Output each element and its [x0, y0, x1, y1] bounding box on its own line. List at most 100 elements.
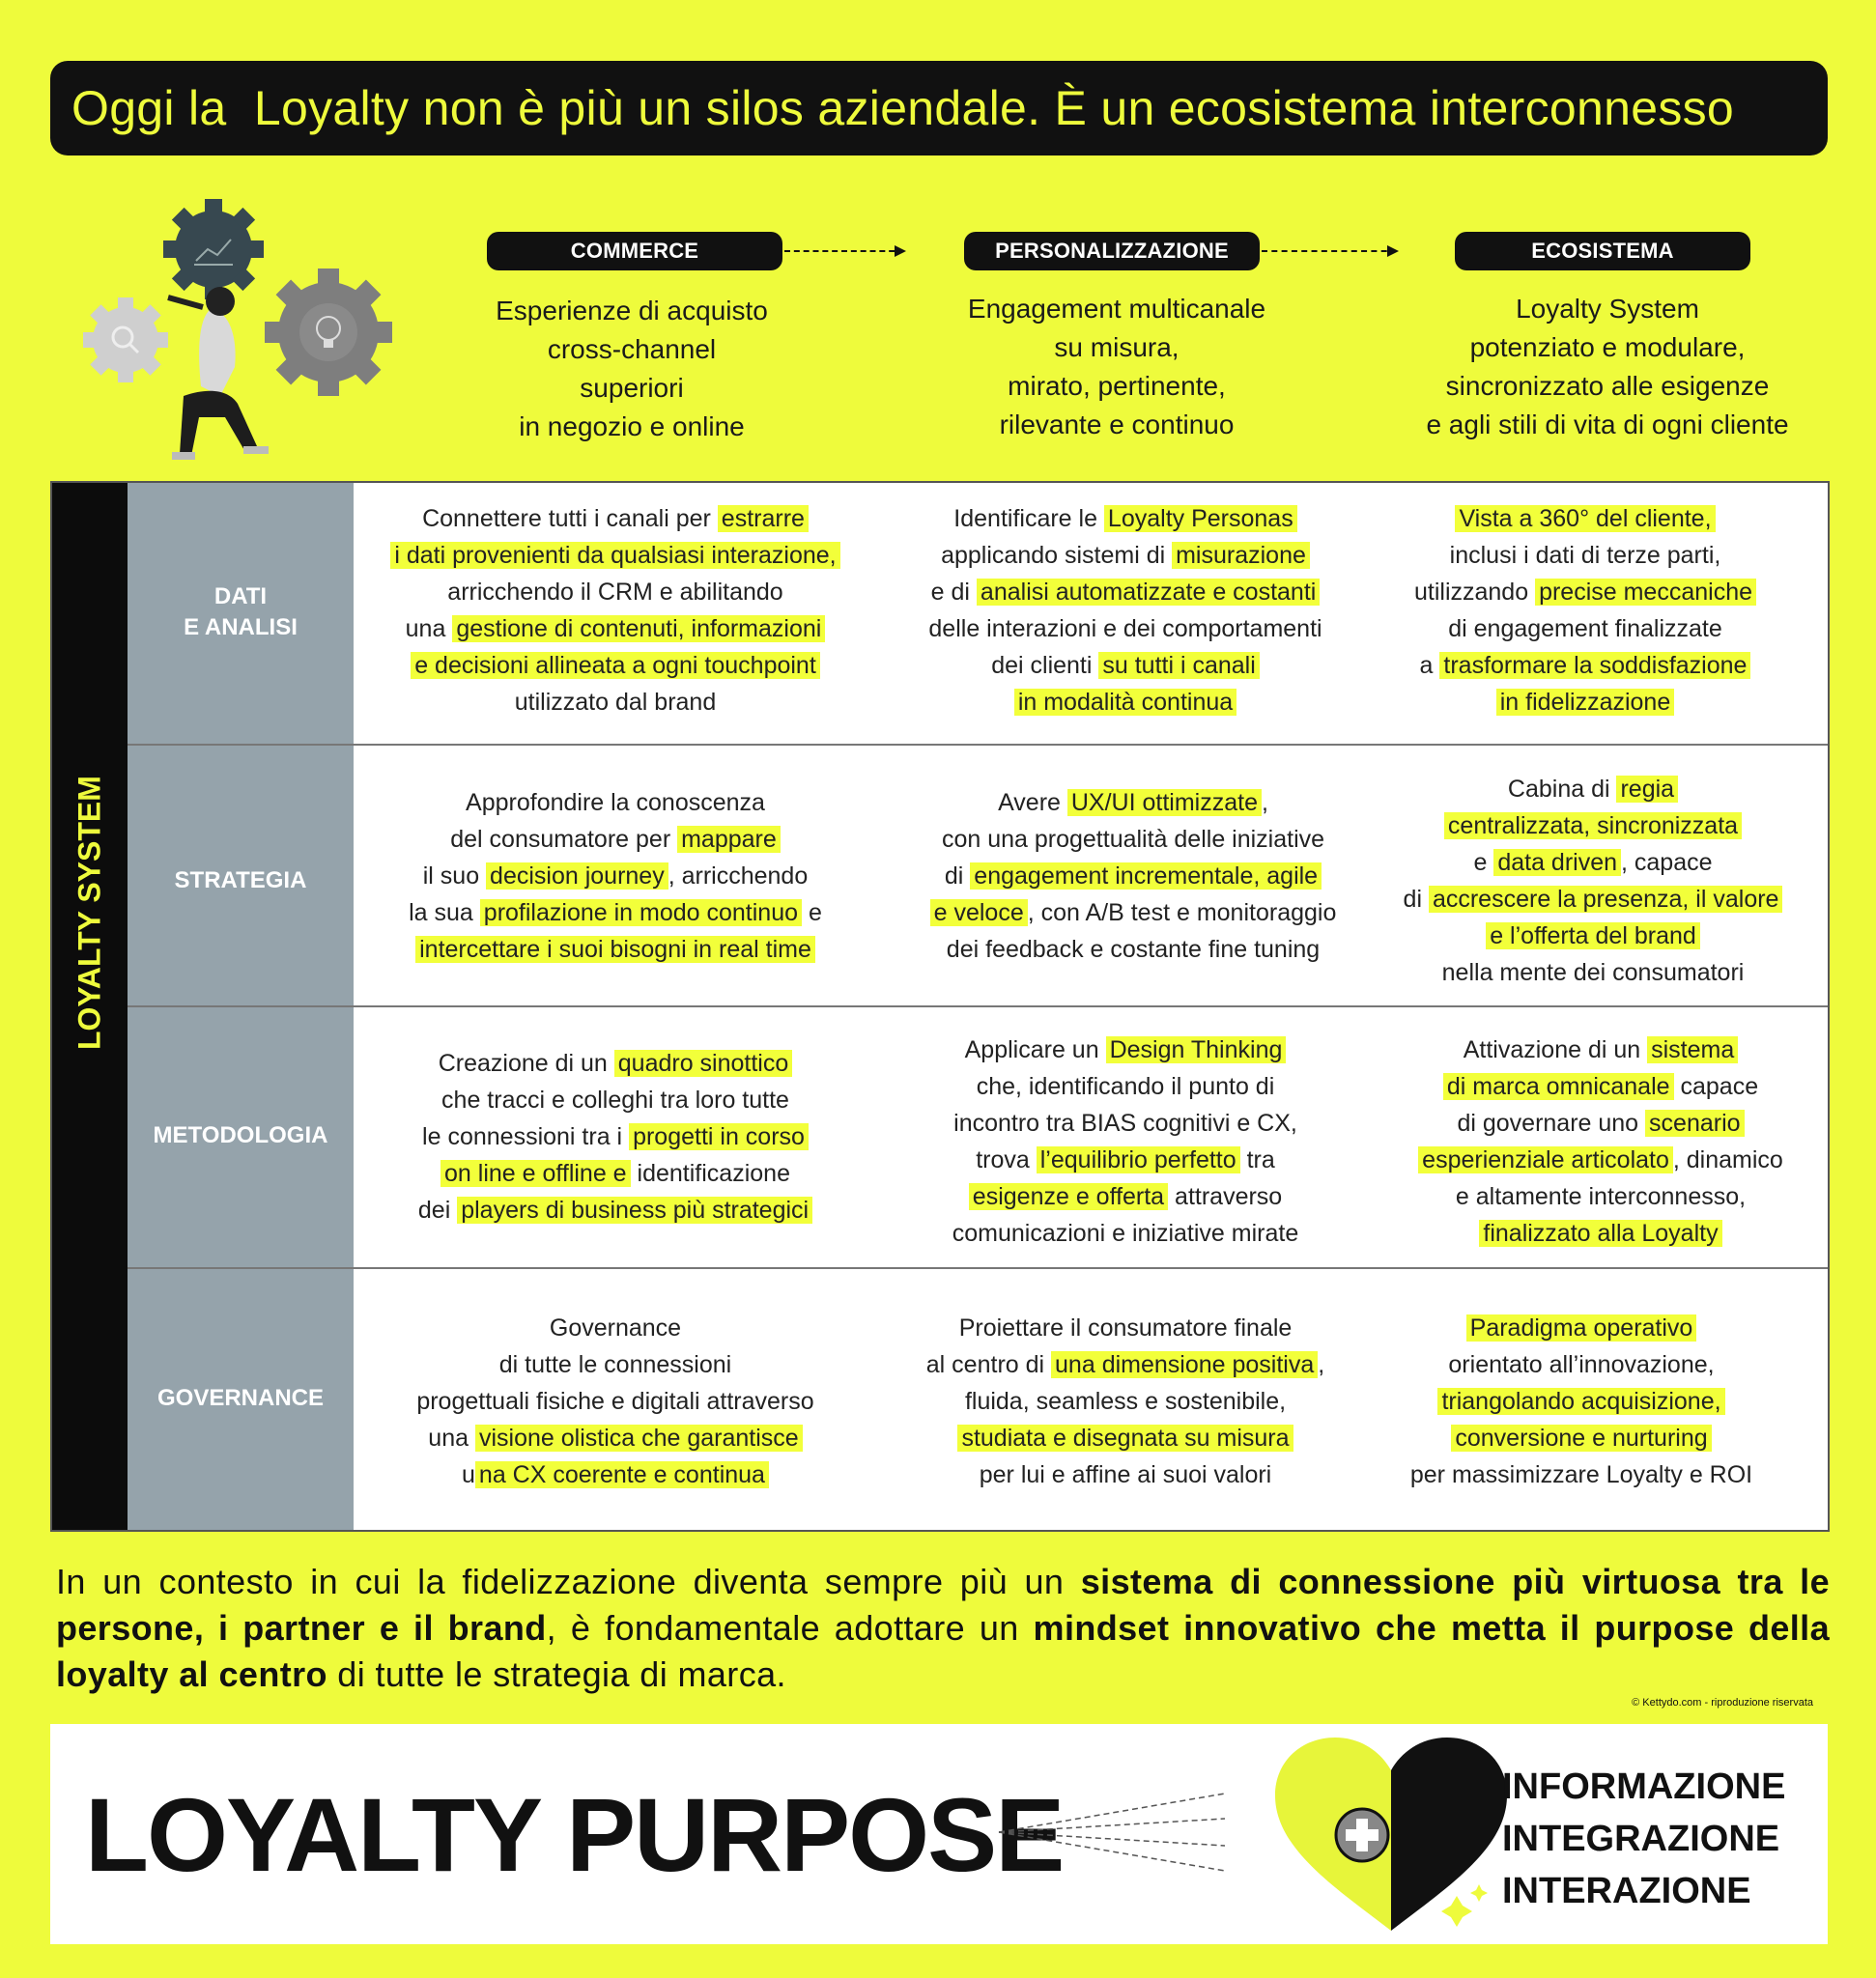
highlighted-text: sistema: [1647, 1036, 1739, 1063]
highlighted-text: scenario: [1645, 1110, 1745, 1137]
highlighted-text: in modalità continua: [1013, 689, 1237, 716]
highlighted-text: estrarre: [717, 505, 809, 532]
highlighted-text: e l’offerta del brand: [1486, 922, 1700, 949]
cell-text: per massimizzare Loyalty e ROI: [1409, 1461, 1753, 1488]
stage-description-personalizzazione: Engagement multicanale su misura, mirato…: [914, 290, 1320, 444]
cell-dati-personalizzazione: Identificare le Loyalty Personas applican…: [889, 500, 1362, 721]
cell-text: e di: [930, 579, 977, 606]
cell-text: che tracci e colleghi tra loro tutte: [441, 1087, 789, 1114]
cell-text: e: [1473, 849, 1494, 876]
cell-text: con una progettualità delle iniziative: [941, 826, 1325, 853]
cell-text: , capace: [1621, 849, 1713, 876]
stage-label: ECOSISTEMA: [1531, 239, 1674, 263]
highlighted-text: decision journey: [486, 862, 668, 890]
cell-text: la sua: [409, 899, 480, 926]
cell-text: il suo: [422, 862, 487, 890]
cell-text: di: [1403, 886, 1429, 913]
cell-text: delle interazioni e dei comportamenti: [928, 615, 1322, 642]
desc-line: mirato, pertinente,: [1008, 371, 1226, 401]
loyalty-purpose-title: LOYALTY PURPOSE: [85, 1776, 1065, 1893]
cell-text: Creazione di un: [438, 1050, 614, 1077]
cell-text: Identificare le: [953, 505, 1104, 532]
footer-text-run: , è fondamentale adottare un: [546, 1608, 1034, 1648]
highlighted-text: na CX coerente e continua: [474, 1461, 769, 1488]
cell-text: ,: [1261, 789, 1268, 816]
cell-text: Connettere tutti i canali per: [422, 505, 718, 532]
cell-text: applicando sistemi di: [941, 542, 1173, 569]
plus-icon: [1334, 1807, 1390, 1863]
cell-text: una: [428, 1425, 475, 1452]
cell-text: comunicazioni e iniziative mirate: [952, 1220, 1299, 1247]
highlighted-text: quadro sinottico: [613, 1050, 793, 1077]
highlighted-text: Paradigma operativo: [1465, 1314, 1697, 1342]
highlighted-text: accrescere la presenza, il valore: [1428, 886, 1783, 913]
cell-dati-commerce: Connettere tutti i canali per estrarre i …: [379, 500, 852, 721]
cell-dati-ecosistema: Vista a 360° del cliente,inclusi i dati …: [1349, 500, 1822, 721]
highlighted-text: i dati provenienti da qualsiasi interazi…: [390, 542, 840, 569]
cell-text: e altamente interconnesso,: [1455, 1183, 1747, 1210]
desc-line: Loyalty System: [1516, 294, 1699, 324]
cell-text: progettuali fisiche e digitali attravers…: [416, 1388, 814, 1415]
gear-icon: [83, 297, 168, 382]
highlighted-text: l’equilibrio perfetto: [1036, 1146, 1240, 1173]
highlighted-text: misurazione: [1172, 542, 1310, 569]
cell-text: trova: [976, 1146, 1037, 1173]
row-label-governance: GOVERNANCE: [156, 1385, 325, 1411]
row-label-strategia: STRATEGIA: [174, 867, 307, 893]
desc-line: superiori: [580, 373, 684, 403]
highlighted-text: analisi automatizzate e costanti: [976, 579, 1321, 606]
highlighted-text: Loyalty Personas: [1103, 505, 1297, 532]
cell-text: Cabina di: [1507, 776, 1617, 803]
converging-arrows-icon: [998, 1793, 1226, 1872]
lightbulb-icon: [316, 316, 341, 348]
stage-label: PERSONALIZZAZIONE: [995, 239, 1229, 263]
highlighted-text: gestione di contenuti, informazioni: [452, 615, 826, 642]
row-label-dati: DATI E ANALISI: [184, 583, 298, 640]
cell-text: identificazione: [630, 1160, 790, 1187]
search-icon: [111, 325, 140, 354]
arrow-icon: [1262, 245, 1399, 257]
gear-icon: [163, 199, 264, 299]
cell-text: tra: [1239, 1146, 1275, 1173]
highlighted-text: precise meccaniche: [1535, 579, 1756, 606]
pillars-list: INFORMAZIONE INTEGRAZIONE INTERAZIONE: [1502, 1761, 1785, 1917]
desc-line: rilevante e continuo: [999, 410, 1235, 439]
highlighted-text: centralizzata, sincronizzata: [1443, 812, 1743, 839]
highlighted-text: Design Thinking: [1105, 1036, 1287, 1063]
highlighted-text: progetti in corso: [629, 1123, 809, 1150]
cell-text: , arricchendo: [668, 862, 809, 890]
cell-text: utilizzato dal brand: [514, 689, 717, 716]
loyalty-system-matrix: LOYALTY SYSTEM DATI E ANALISI STRATEGIA …: [50, 481, 1830, 1532]
desc-line: in negozio e online: [519, 411, 745, 441]
cell-strategia-personalizzazione: Avere UX/UI ottimizzate, con una progettu…: [896, 784, 1370, 968]
cell-text: per lui e affine ai suoi valori: [979, 1461, 1272, 1488]
sparkle-icon: [1441, 1884, 1488, 1927]
stage-pill-ecosistema: ECOSISTEMA: [1455, 232, 1750, 270]
stage-pill-personalizzazione: PERSONALIZZAZIONE: [964, 232, 1260, 270]
highlighted-text: studiata e disegnata su misura: [957, 1425, 1293, 1452]
highlighted-text: UX/UI ottimizzate: [1066, 789, 1262, 816]
row-divider: [128, 744, 1828, 746]
cell-text: inclusi i dati di terze parti,: [1449, 542, 1721, 569]
cell-text: dei: [417, 1197, 458, 1224]
highlighted-text: players di business più strategici: [457, 1197, 813, 1224]
highlighted-text: in fidelizzazione: [1495, 689, 1675, 716]
row-label-metodologia: METODOLOGIA: [153, 1122, 328, 1148]
desc-line: Engagement multicanale: [967, 294, 1266, 324]
heart-icon: [1275, 1738, 1507, 1931]
copyright-note: © Kettydo.com - riproduzione riservata: [1632, 1697, 1813, 1709]
cell-text: Avere: [998, 789, 1067, 816]
stage-description-ecosistema: Loyalty System potenziato e modulare, si…: [1395, 290, 1820, 444]
cell-text: capace: [1673, 1073, 1759, 1100]
loyalty-system-label-wrap: LOYALTY SYSTEM: [72, 776, 108, 1050]
cell-text: incontro tra BIAS cognitivi e CX,: [953, 1110, 1297, 1137]
chart-icon: [194, 239, 233, 266]
cell-text: utilizzando: [1413, 579, 1536, 606]
loyalty-system-label: LOYALTY SYSTEM: [71, 776, 107, 1050]
desc-line: cross-channel: [547, 334, 717, 364]
